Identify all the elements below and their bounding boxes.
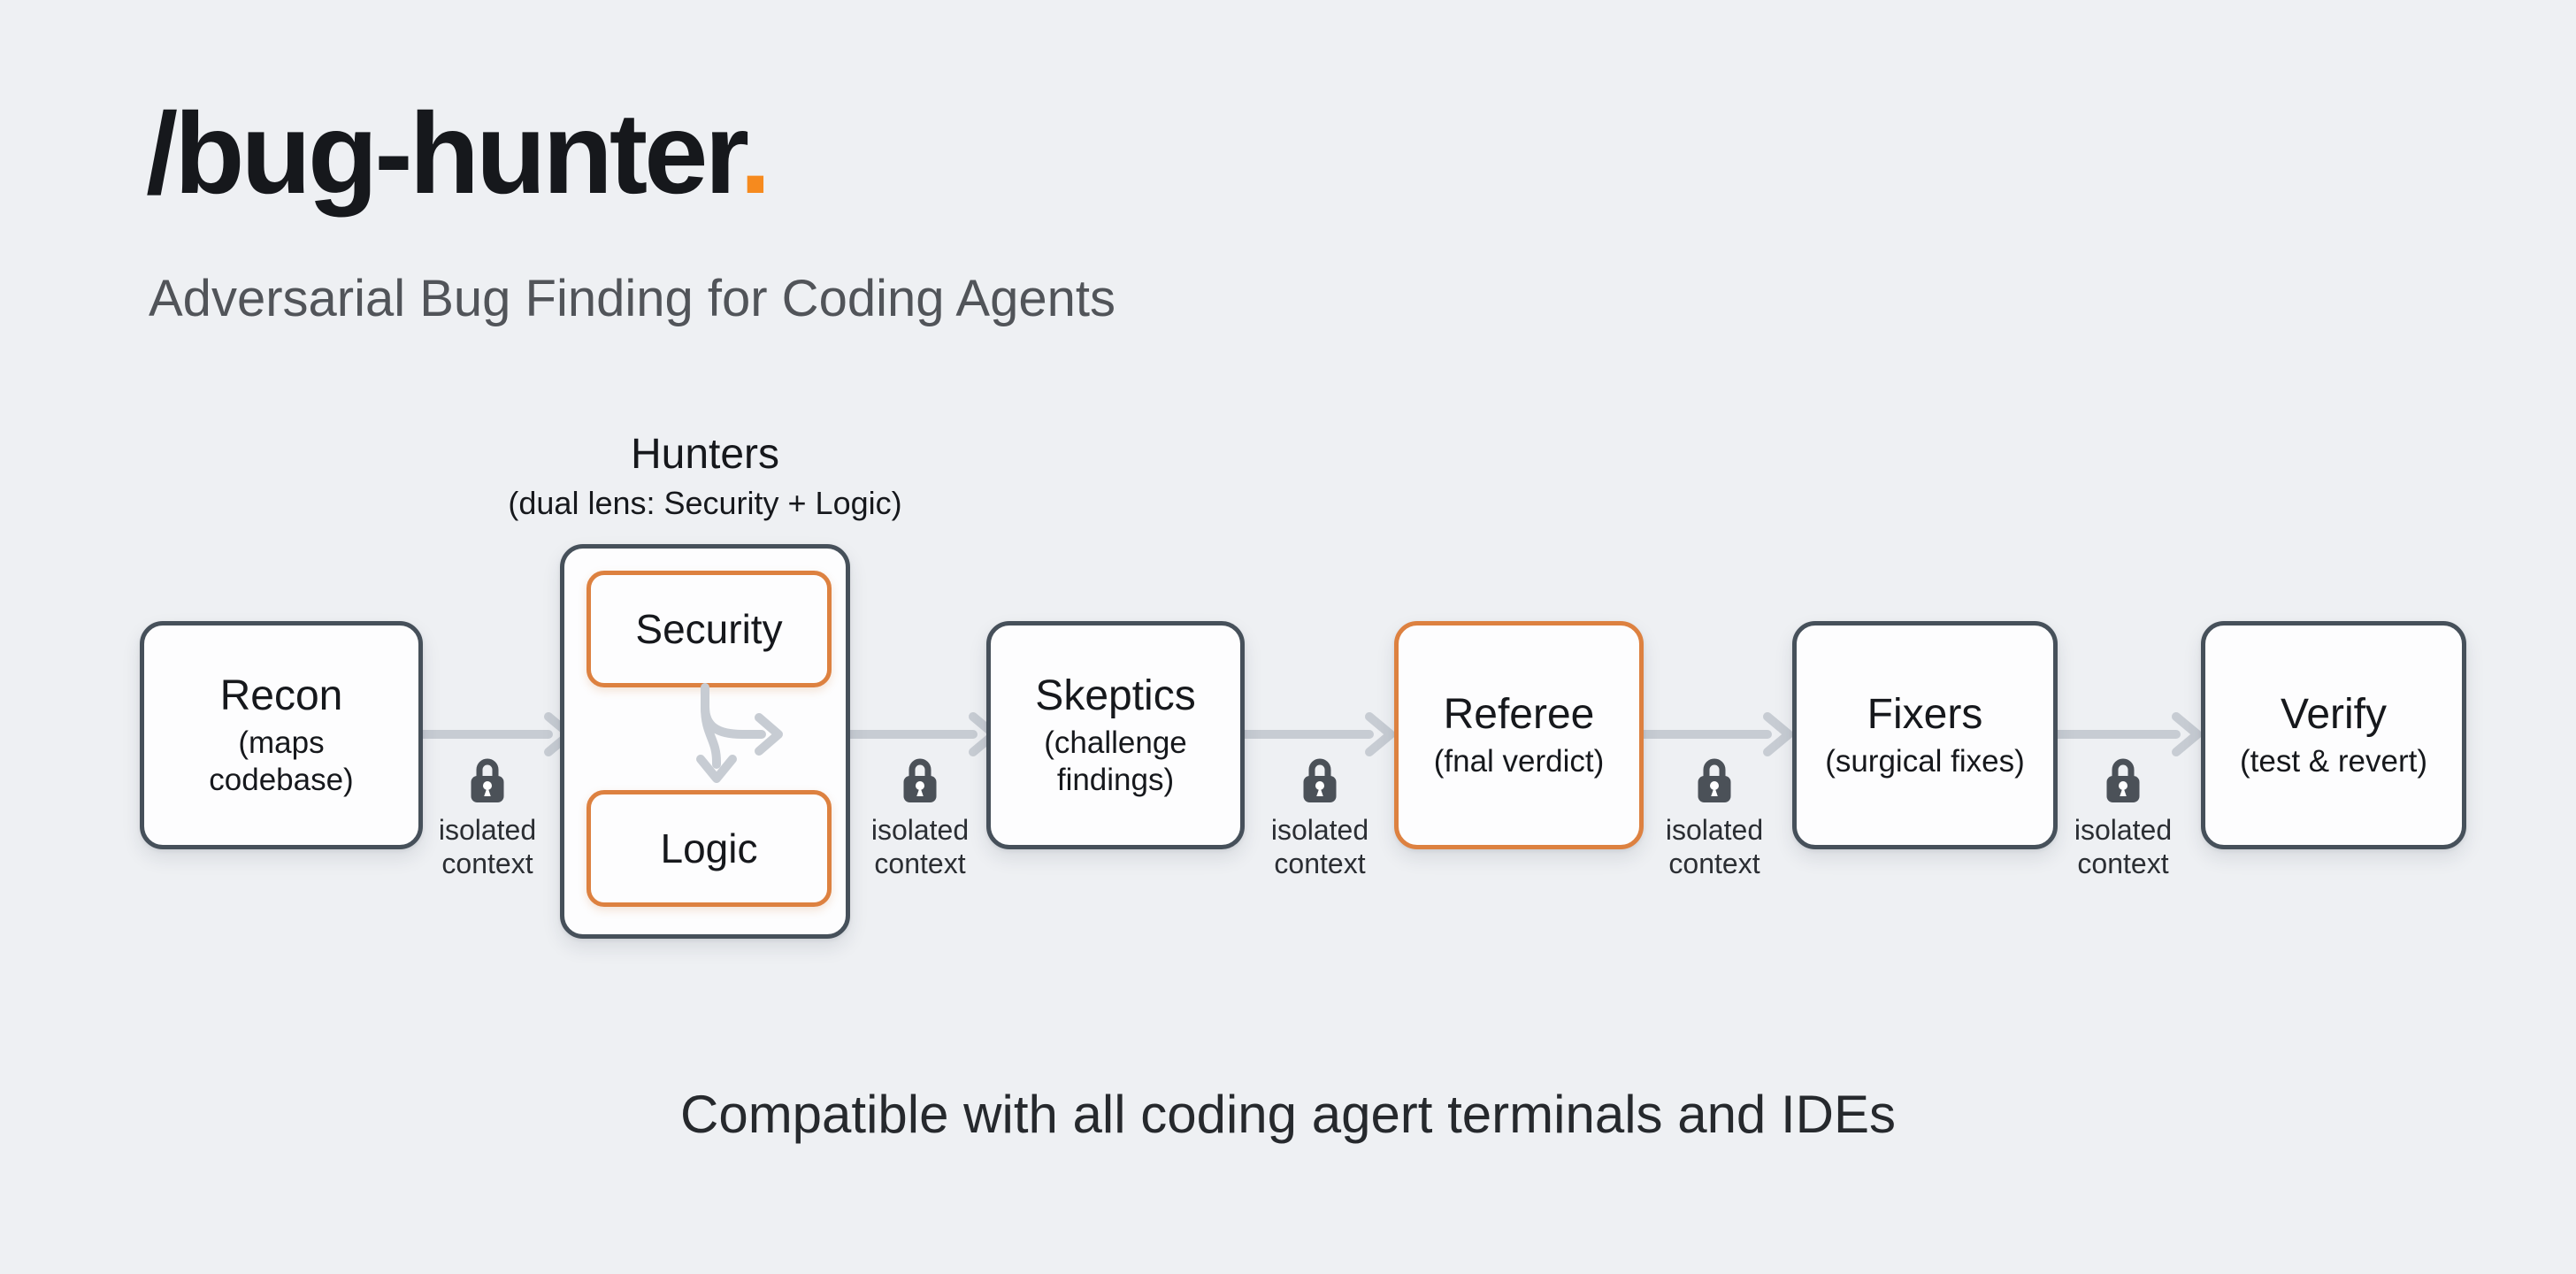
hunters-caption: Hunters (dual lens: Security + Logic) bbox=[395, 431, 1015, 522]
security-label: Security bbox=[635, 605, 783, 652]
arrow-skeptics-to-referee bbox=[1240, 712, 1395, 756]
skeptics-box: Skeptics (challenge findings) bbox=[986, 621, 1245, 849]
hunters-branch-arrows bbox=[696, 683, 783, 783]
verify-box: Verify (test & revert) bbox=[2201, 621, 2466, 849]
arrow-referee-to-fixers bbox=[1639, 712, 1793, 756]
isolated-context-connector: isolated context bbox=[390, 756, 585, 881]
isolated-context-label: isolated context bbox=[1665, 814, 1764, 879]
isolated-context-connector: isolated context bbox=[1223, 756, 1417, 881]
fixers-sublabel: (surgical fixes) bbox=[1825, 743, 2025, 779]
hunters-box: Security Logic bbox=[560, 544, 850, 939]
isolated-context-label: isolated context bbox=[870, 814, 970, 879]
footer-tagline: Compatible with all coding agert termina… bbox=[680, 1085, 1896, 1144]
verify-label: Verify bbox=[2280, 691, 2388, 739]
page-title-text: /bug-hunter bbox=[146, 88, 743, 218]
recon-label: Recon bbox=[219, 672, 343, 720]
isolated-context-label: isolated context bbox=[2074, 814, 2173, 879]
page-subtitle: Adversarial Bug Finding for Coding Agent… bbox=[149, 270, 1116, 327]
page-title: /bug-hunter. bbox=[146, 96, 771, 211]
lock-icon bbox=[1303, 758, 1337, 802]
arrow-fixers-to-verify bbox=[2053, 712, 2202, 756]
arrow-hunters-to-skeptics bbox=[843, 712, 999, 756]
recon-sublabel: (maps codebase) bbox=[209, 725, 354, 797]
security-box: Security bbox=[586, 571, 832, 687]
isolated-context-connector: isolated context bbox=[2026, 756, 2220, 881]
isolated-context-label: isolated context bbox=[438, 814, 537, 879]
fixers-box: Fixers (surgical fixes) bbox=[1792, 621, 2058, 849]
verify-sublabel: (test & revert) bbox=[2240, 743, 2427, 779]
arrow-recon-to-hunters bbox=[418, 712, 574, 756]
fixers-label: Fixers bbox=[1867, 691, 1983, 739]
isolated-context-connector: isolated context bbox=[823, 756, 1017, 881]
isolated-context-connector: isolated context bbox=[1617, 756, 1812, 881]
referee-box: Referee (fnal verdict) bbox=[1394, 621, 1644, 849]
recon-box: Recon (maps codebase) bbox=[140, 621, 423, 849]
logic-box: Logic bbox=[586, 790, 832, 907]
lock-icon bbox=[2106, 758, 2140, 802]
referee-label: Referee bbox=[1443, 691, 1595, 739]
hunters-group-title: Hunters bbox=[630, 431, 780, 478]
lock-icon bbox=[1698, 758, 1731, 802]
skeptics-sublabel: (challenge findings) bbox=[1044, 725, 1187, 797]
title-accent-dot: . bbox=[739, 88, 771, 218]
lock-icon bbox=[471, 758, 504, 802]
skeptics-label: Skeptics bbox=[1035, 672, 1196, 720]
hunters-group-subtitle: (dual lens: Security + Logic) bbox=[508, 484, 902, 521]
logic-label: Logic bbox=[660, 825, 758, 871]
referee-sublabel: (fnal verdict) bbox=[1433, 743, 1605, 779]
isolated-context-label: isolated context bbox=[1270, 814, 1369, 879]
lock-icon bbox=[903, 758, 937, 802]
